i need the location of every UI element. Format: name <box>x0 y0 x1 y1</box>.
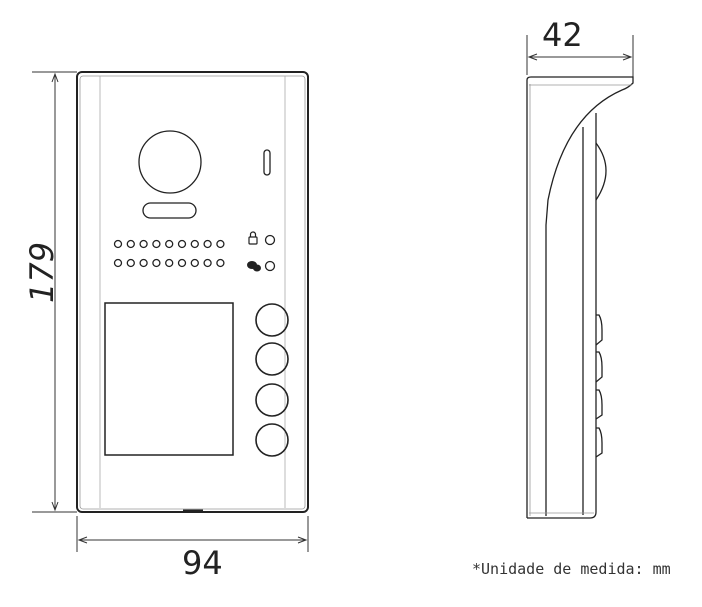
speaker-hole <box>165 239 174 249</box>
height-label: 179 <box>23 241 61 303</box>
camera-lens <box>138 130 202 194</box>
front-view <box>76 71 309 513</box>
side-button-2 <box>595 351 603 383</box>
speaker-hole <box>216 239 225 249</box>
lock-icon <box>248 231 258 245</box>
camera-bulge <box>595 142 607 201</box>
speaker-hole <box>113 258 123 268</box>
depth-dimension-line <box>526 35 634 78</box>
depth-label: 42 <box>542 16 583 54</box>
width-dimension-line <box>76 516 309 552</box>
speaker-hole <box>190 239 199 249</box>
speaker-hole <box>139 239 148 249</box>
width-label: 94 <box>182 544 223 582</box>
speaker-hole <box>126 239 135 249</box>
speaker-hole <box>113 239 123 249</box>
speaker-hole <box>177 258 187 268</box>
call-button-3 <box>255 383 289 417</box>
speaker-hole <box>177 239 187 249</box>
speaker-hole <box>190 258 199 268</box>
side-button-4 <box>595 427 603 458</box>
speaker-hole <box>203 239 212 249</box>
speaker-hole <box>203 258 212 268</box>
call-button-2 <box>255 342 289 376</box>
speaker-hole <box>152 239 161 249</box>
speaker-hole <box>126 258 135 268</box>
talk-icon <box>247 261 261 272</box>
speaker-hole <box>139 258 148 268</box>
side-button-3 <box>595 389 603 420</box>
name-card-window <box>104 302 234 456</box>
speaker-hole <box>216 258 225 268</box>
camera-led-slot <box>142 202 197 219</box>
lock-indicator-led <box>264 234 276 246</box>
height-dimension-line <box>32 71 77 513</box>
side-button-1 <box>595 314 603 346</box>
speaker-grille <box>113 239 225 268</box>
talk-indicator-led <box>264 260 276 272</box>
speaker-hole <box>165 258 174 268</box>
side-view <box>526 76 634 519</box>
microphone-slot <box>263 149 271 176</box>
unit-note: *Unidade de medida: mm <box>472 560 671 578</box>
call-button-4 <box>255 423 289 457</box>
call-button-1 <box>255 303 289 337</box>
speaker-hole <box>152 258 161 268</box>
